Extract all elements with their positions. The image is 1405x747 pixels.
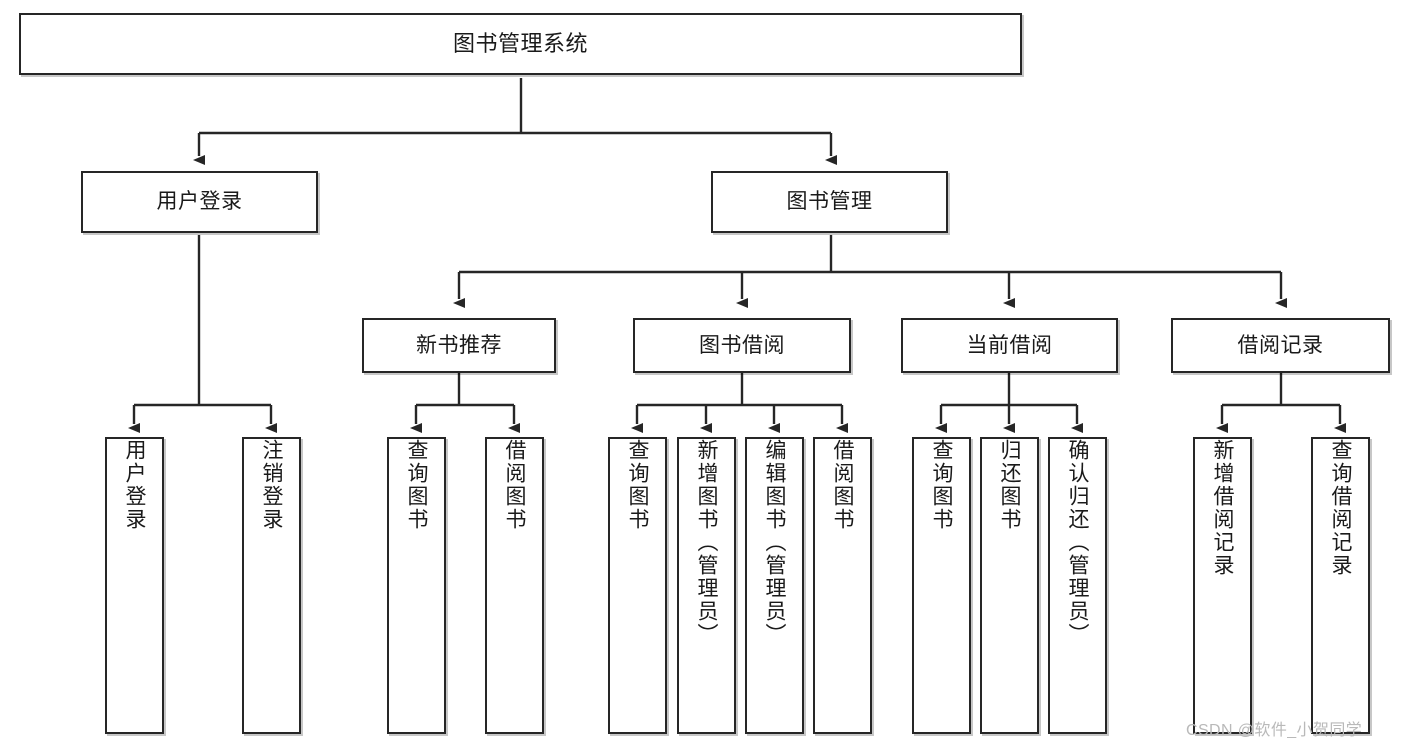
node-label: 新增借阅记录: [1211, 439, 1234, 577]
watermark: CSDN @软件_小贺同学: [1186, 722, 1363, 739]
node-label: 新增图书（管理员）: [695, 439, 718, 646]
node-label: 编辑图书（管理员）: [763, 439, 786, 646]
node-label: 图书管理系统: [452, 30, 588, 56]
leaf-cb-return-book[interactable]: 归还图书: [980, 437, 1039, 734]
leaf-bb-add-book-admin[interactable]: 新增图书（管理员）: [677, 437, 736, 734]
node-label: 查询图书: [626, 439, 649, 531]
leaf-nb-borrow-book[interactable]: 借阅图书: [485, 437, 544, 734]
node-label: 图书借阅: [699, 333, 785, 357]
node-book-management[interactable]: 图书管理: [711, 171, 948, 233]
node-label: 查询借阅记录: [1329, 439, 1352, 577]
node-new-book-recommend[interactable]: 新书推荐: [362, 318, 556, 373]
node-user-login[interactable]: 用户登录: [81, 171, 318, 233]
node-label: 注销登录: [260, 439, 283, 531]
leaf-br-add-record[interactable]: 新增借阅记录: [1193, 437, 1252, 734]
node-root-system[interactable]: 图书管理系统: [19, 13, 1022, 75]
node-label: 归还图书: [998, 439, 1021, 531]
leaf-cb-query-book[interactable]: 查询图书: [912, 437, 971, 734]
node-book-borrow[interactable]: 图书借阅: [633, 318, 851, 373]
leaf-logout[interactable]: 注销登录: [242, 437, 301, 734]
node-label: 用户登录: [123, 439, 146, 531]
leaf-br-query-record[interactable]: 查询借阅记录: [1311, 437, 1370, 734]
leaf-nb-query-book[interactable]: 查询图书: [387, 437, 446, 734]
node-label: 用户登录: [156, 190, 243, 214]
leaf-cb-confirm-return-admin[interactable]: 确认归还（管理员）: [1048, 437, 1107, 734]
node-label: 借阅图书: [831, 439, 854, 531]
node-label: 图书管理: [786, 190, 873, 214]
node-label: 确认归还（管理员）: [1066, 439, 1089, 646]
leaf-user-login[interactable]: 用户登录: [105, 437, 164, 734]
node-current-borrow[interactable]: 当前借阅: [901, 318, 1118, 373]
leaf-bb-query-book[interactable]: 查询图书: [608, 437, 667, 734]
node-label: 当前借阅: [966, 333, 1053, 357]
node-label: 借阅图书: [503, 439, 526, 531]
node-label: 查询图书: [930, 439, 953, 531]
node-borrow-record[interactable]: 借阅记录: [1171, 318, 1390, 373]
node-label: 查询图书: [405, 439, 428, 531]
leaf-bb-borrow-book[interactable]: 借阅图书: [813, 437, 872, 734]
leaf-bb-edit-book-admin[interactable]: 编辑图书（管理员）: [745, 437, 804, 734]
node-label: 借阅记录: [1237, 333, 1324, 357]
node-label: 新书推荐: [416, 333, 502, 357]
